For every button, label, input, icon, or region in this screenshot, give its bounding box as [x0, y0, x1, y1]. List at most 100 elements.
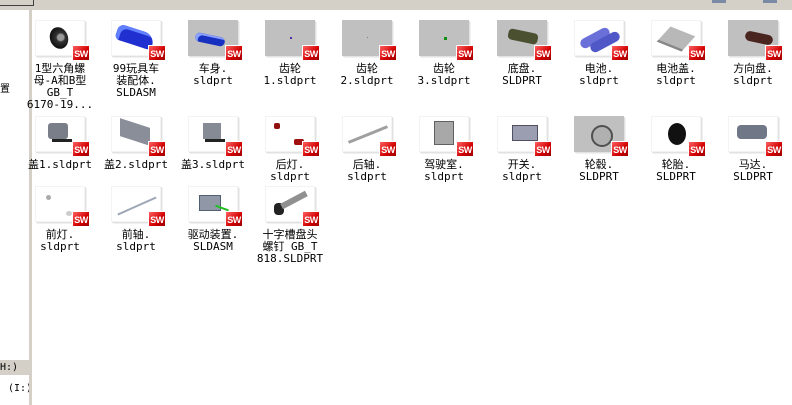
file-name-line: 前轴. — [121, 228, 151, 241]
toy-car-assembly-thumbnail: SW — [111, 20, 166, 61]
file-name-line: 螺钉 GB_T — [262, 240, 318, 253]
solidworks-icon: SW — [225, 211, 243, 227]
solidworks-icon: SW — [611, 141, 629, 157]
cab-thumbnail: SW — [419, 116, 474, 157]
file-name-line: 3.sldprt — [417, 74, 471, 87]
file-name-line: 方向盘. — [733, 62, 773, 75]
file-name-line: SLDPRT — [656, 170, 696, 183]
file-item[interactable]: SW 盖1.sldprt — [22, 116, 98, 171]
file-item[interactable]: SW 底盘.SLDPRT — [484, 20, 560, 87]
file-item[interactable]: SW 后灯.sldprt — [252, 116, 328, 183]
car-body-thumbnail: SW — [188, 20, 243, 61]
file-name-line: 底盘. — [507, 62, 537, 75]
file-name-line: 驱动装置. — [187, 228, 239, 241]
file-name-label: 前轴.sldprt — [98, 229, 174, 253]
file-name-label: 驱动装置.SLDASM — [175, 229, 251, 253]
file-name-line: SLDPRT — [733, 170, 773, 183]
tire-thumbnail: SW — [651, 116, 706, 157]
tree-item-drive-h[interactable]: H:) — [0, 360, 29, 375]
file-name-label: 底盘.SLDPRT — [484, 63, 560, 87]
solidworks-icon: SW — [379, 141, 397, 157]
file-name-line: sldprt — [579, 74, 619, 87]
file-name-line: 818.SLDPRT — [256, 252, 324, 265]
tree-item-partial[interactable]: 置 — [0, 84, 10, 95]
solidworks-icon: SW — [688, 141, 706, 157]
file-name-line: SLDASM — [193, 240, 233, 253]
file-name-line: sldprt — [193, 74, 233, 87]
file-name-line: 齿轮 — [356, 62, 378, 75]
file-name-line: 轮胎. — [661, 158, 691, 171]
file-name-label: 车身.sldprt — [175, 63, 251, 87]
battery-thumbnail: SW — [574, 20, 629, 61]
hex-nut-thumbnail: SW — [35, 20, 90, 61]
file-item[interactable]: SW 车身.sldprt — [175, 20, 251, 87]
file-name-label: 后灯.sldprt — [252, 159, 328, 183]
file-name-line: 齿轮 — [279, 62, 301, 75]
file-name-line: 马达. — [738, 158, 768, 171]
file-name-line: 齿轮 — [433, 62, 455, 75]
file-name-label: 方向盘.sldprt — [715, 63, 791, 87]
file-name-line: 电池盖. — [656, 62, 696, 75]
file-name-line: SLDPRT — [579, 170, 619, 183]
options-button[interactable] — [763, 0, 777, 3]
solidworks-icon: SW — [765, 141, 783, 157]
file-name-label: 轮胎.SLDPRT — [638, 159, 714, 183]
file-name-line: 后轴. — [352, 158, 382, 171]
file-name-line: sldprt — [116, 240, 156, 253]
solidworks-icon: SW — [302, 141, 320, 157]
solidworks-icon: SW — [72, 211, 90, 227]
file-name-line: 母-A和B型 — [33, 74, 87, 87]
file-name-line: 99玩具车 — [112, 62, 160, 75]
tree-item-drive-i[interactable]: (I:) — [8, 383, 29, 394]
solidworks-icon: SW — [456, 141, 474, 157]
motor-thumbnail: SW — [728, 116, 783, 157]
solidworks-icon: SW — [225, 45, 243, 61]
pane-splitter[interactable] — [29, 10, 32, 405]
solidworks-icon: SW — [688, 45, 706, 61]
solidworks-icon: SW — [302, 45, 320, 61]
file-name-label: 盖2.sldprt — [98, 159, 174, 171]
solidworks-icon: SW — [534, 45, 552, 61]
cross-screw-thumbnail: SW — [265, 186, 320, 227]
gear-1-thumbnail: SW — [265, 20, 320, 61]
file-name-line: sldprt — [347, 170, 387, 183]
view-button[interactable] — [712, 0, 726, 3]
wheel-hub-thumbnail: SW — [574, 116, 629, 157]
file-name-line: 后灯. — [275, 158, 305, 171]
file-name-label: 盖3.sldprt — [175, 159, 251, 171]
chassis-thumbnail: SW — [497, 20, 552, 61]
file-name-line: 前灯. — [45, 228, 75, 241]
front-light-thumbnail: SW — [35, 186, 90, 227]
file-name-line: sldprt — [40, 240, 80, 253]
solidworks-icon: SW — [72, 141, 90, 157]
address-field[interactable] — [0, 0, 34, 6]
file-name-line: sldprt — [733, 74, 773, 87]
rear-light-thumbnail: SW — [265, 116, 320, 157]
solidworks-icon: SW — [534, 141, 552, 157]
file-name-label: 后轴.sldprt — [329, 159, 405, 183]
file-name-label: 盖1.sldprt — [22, 159, 98, 171]
battery-cover-thumbnail: SW — [651, 20, 706, 61]
file-name-line: sldprt — [424, 170, 464, 183]
